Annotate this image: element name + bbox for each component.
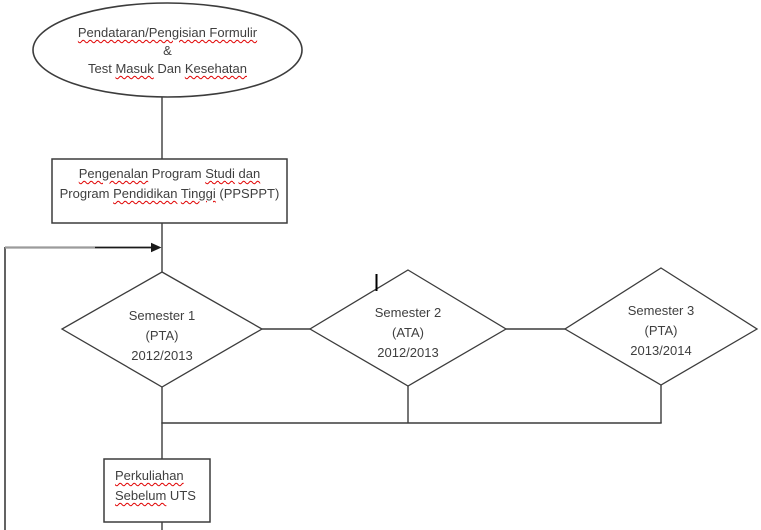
text-segment: Semester 1 [128, 308, 196, 323]
semester2-diamond-shape[interactable] [308, 269, 508, 387]
text-line: 2012/2013 [62, 346, 262, 366]
text-segment: UTS [166, 488, 196, 503]
text-line: Test Masuk Dan Kesehatan [35, 60, 300, 78]
text-segment: Masuk [115, 61, 154, 76]
text-segment: & [163, 43, 172, 58]
preuts-rect-shape[interactable] [103, 458, 211, 523]
text-segment: 2013/2014 [630, 343, 692, 358]
semester1-diamond-shape[interactable] [60, 271, 264, 388]
semester3-diamond-shape[interactable] [563, 267, 759, 386]
text-line: Pengenalan Program Studi dan [52, 164, 287, 184]
text-segment: Semester 2 [374, 305, 442, 320]
text-segment: Studi [205, 166, 235, 181]
semester2-diamond-text[interactable]: Semester 2 (ATA) 2012/2013 [308, 303, 508, 363]
text-line: 2013/2014 [561, 341, 761, 361]
text-line: Semester 2 [308, 303, 508, 323]
text-line: (ATA) [308, 323, 508, 343]
text-segment: (PTA) [145, 328, 179, 343]
text-segment: (PTA) [644, 323, 678, 338]
text-line: Pendataran/Pengisian Formulir [35, 24, 300, 42]
text-line: (PTA) [561, 321, 761, 341]
text-segment: Pengenalan [78, 166, 149, 181]
semester1-diamond-text[interactable]: Semester 1 (PTA) 2012/2013 [62, 306, 262, 366]
text-segment: Test [87, 61, 116, 76]
text-segment: Tinggi [180, 186, 216, 201]
text-segment: Perkuliahan [115, 468, 184, 483]
text-segment: Kesehatan [184, 61, 247, 76]
loop-arrowhead-icon [151, 242, 162, 253]
text-segment: Program [59, 186, 114, 201]
text-line: Sebelum UTS [115, 486, 207, 506]
text-segment: dan [238, 166, 261, 181]
text-segment: 2012/2013 [131, 348, 193, 363]
semester3-diamond-text[interactable]: Semester 3 (PTA) 2013/2014 [561, 301, 761, 361]
text-segment: (ATA) [391, 325, 424, 340]
text-line: 2012/2013 [308, 343, 508, 363]
text-segment: Semester 3 [627, 303, 695, 318]
registration-ellipse-shape[interactable] [32, 2, 303, 98]
text-segment: Sebelum [115, 488, 167, 503]
text-segment: Pendataran/Pengisian Formulir [77, 25, 258, 40]
text-line: & [35, 42, 300, 60]
text-segment: Dan [153, 61, 185, 76]
text-segment: Program [148, 166, 206, 181]
text-segment: Pendidikan [113, 186, 178, 201]
text-line: Perkuliahan [115, 466, 207, 486]
text-segment: (PPSPPT) [215, 186, 280, 201]
text-line: Semester 1 [62, 306, 262, 326]
text-line: (PTA) [62, 326, 262, 346]
text-segment: 2012/2013 [377, 345, 439, 360]
orientation-rect-shape[interactable] [51, 158, 288, 224]
text-line: Semester 3 [561, 301, 761, 321]
orientation-rect-text[interactable]: Pengenalan Program Studi dan Program Pen… [52, 164, 287, 204]
text-line: Program Pendidikan Tinggi (PPSPPT) [52, 184, 287, 204]
preuts-rect-text[interactable]: Perkuliahan Sebelum UTS [115, 466, 207, 506]
registration-ellipse-text[interactable]: Pendataran/Pengisian Formulir & Test Mas… [35, 24, 300, 78]
